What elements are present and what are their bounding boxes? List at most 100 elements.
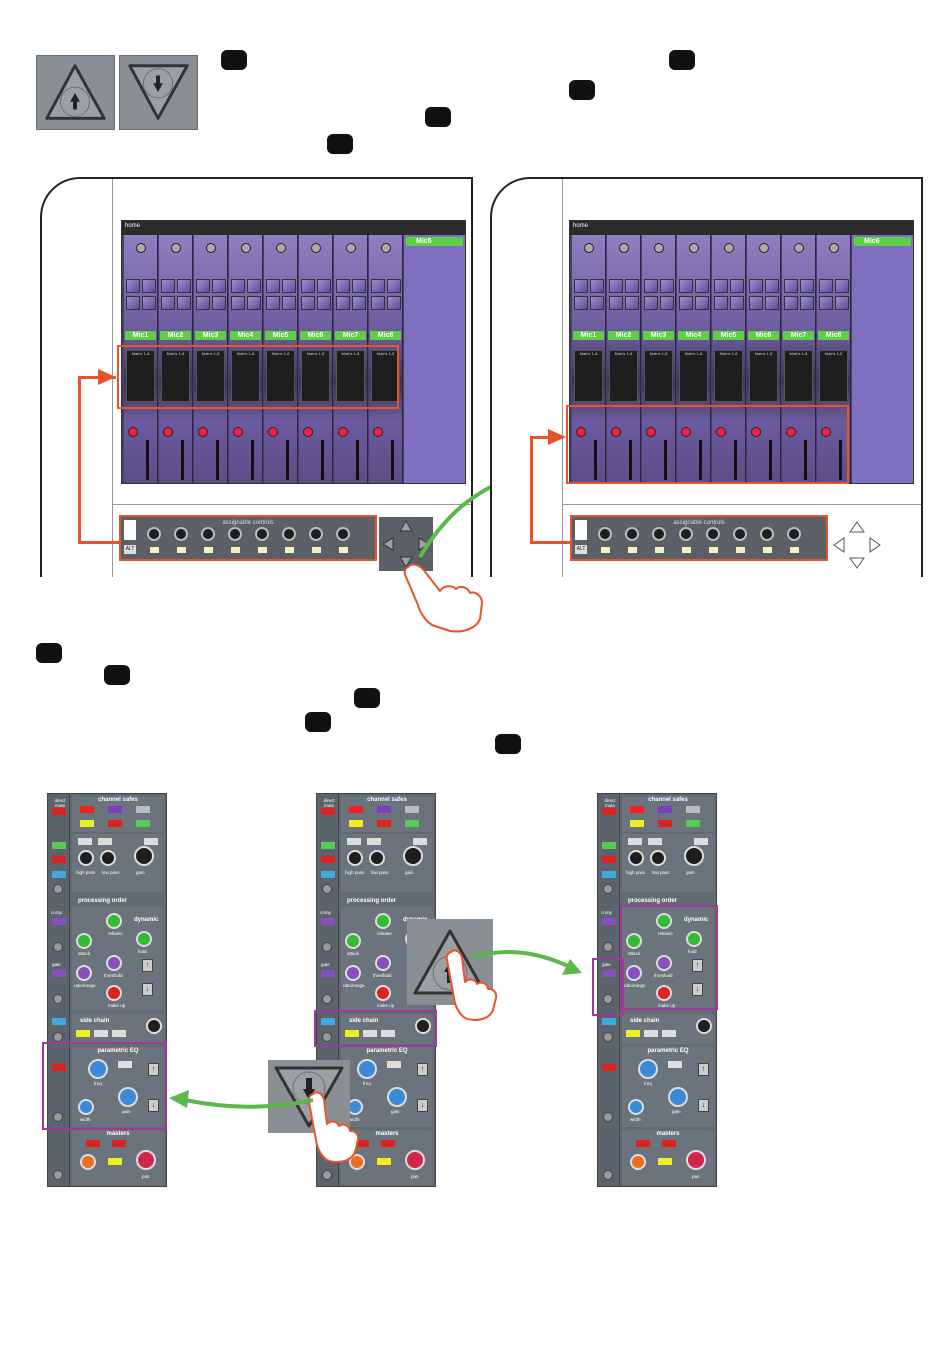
gate-on-button[interactable]: [602, 970, 616, 977]
master-select-button[interactable]: [603, 1170, 613, 1180]
check-button[interactable]: [144, 838, 158, 845]
sc-button[interactable]: [602, 1018, 616, 1025]
sc-select-button[interactable]: [53, 1032, 63, 1042]
sc-width-button[interactable]: [381, 1030, 395, 1037]
channel-name-label[interactable]: Mic4: [678, 331, 709, 340]
fader-track[interactable]: [216, 440, 219, 480]
check-button[interactable]: [413, 838, 427, 845]
eq-on-button[interactable]: [52, 1064, 66, 1071]
assignable-button[interactable]: [150, 547, 159, 553]
safe-button[interactable]: [405, 820, 419, 827]
comp-select-button[interactable]: [53, 942, 63, 952]
master-solo-button[interactable]: [658, 1158, 672, 1165]
assignable-knob[interactable]: [282, 527, 296, 541]
assignable-knob[interactable]: [760, 527, 774, 541]
direct-mute-button[interactable]: [602, 808, 616, 815]
channel-name-label[interactable]: Mic7: [783, 331, 814, 340]
safe-button[interactable]: [377, 820, 391, 827]
fader-track[interactable]: [391, 440, 394, 480]
eq-shape-button[interactable]: [118, 1061, 132, 1068]
high-pass-knob[interactable]: [628, 850, 644, 866]
fader-track[interactable]: [251, 440, 254, 480]
assignable-knob[interactable]: [336, 527, 350, 541]
master-solo-button[interactable]: [108, 1158, 122, 1165]
dyn-down-arrow-button[interactable]: ↓: [142, 983, 153, 996]
assignable-button[interactable]: [177, 547, 186, 553]
master-button[interactable]: [381, 1140, 395, 1147]
alt-button[interactable]: ALT: [575, 545, 587, 554]
sc-width-button[interactable]: [662, 1030, 676, 1037]
assignable-button[interactable]: [231, 547, 240, 553]
master-knob[interactable]: [80, 1154, 96, 1170]
sc-menu-button[interactable]: [644, 1030, 658, 1037]
assignable-knob[interactable]: [309, 527, 323, 541]
threshold-knob[interactable]: [656, 955, 672, 971]
fader-track[interactable]: [181, 440, 184, 480]
filter-button[interactable]: [321, 842, 335, 849]
release-knob[interactable]: [656, 913, 672, 929]
fader-track[interactable]: [769, 440, 772, 480]
safe-button[interactable]: [686, 806, 700, 813]
dyn-up-arrow-button[interactable]: ↑: [692, 959, 703, 972]
attack-knob[interactable]: [76, 933, 92, 949]
slope-button[interactable]: [98, 838, 112, 845]
sc-freq-knob[interactable]: [415, 1018, 431, 1034]
high-pass-knob[interactable]: [78, 850, 94, 866]
make-up-knob[interactable]: [656, 985, 672, 1001]
assignable-button[interactable]: [763, 547, 772, 553]
master-button[interactable]: [86, 1140, 100, 1147]
eq-freq-knob[interactable]: [88, 1059, 108, 1079]
safe-button[interactable]: [658, 806, 672, 813]
assignable-button[interactable]: [312, 547, 321, 553]
filter-button[interactable]: [52, 856, 66, 863]
safe-button[interactable]: [108, 820, 122, 827]
safe-button[interactable]: [136, 820, 150, 827]
gain-knob[interactable]: [134, 846, 154, 866]
filter-button[interactable]: [52, 842, 66, 849]
channel-name-label[interactable]: Mic2: [160, 331, 191, 340]
eq-down-arrow-button[interactable]: ↓: [148, 1099, 159, 1112]
assignable-knob[interactable]: [787, 527, 801, 541]
select-button[interactable]: [53, 884, 63, 894]
safe-button[interactable]: [630, 820, 644, 827]
make-up-knob[interactable]: [106, 985, 122, 1001]
assignable-knob[interactable]: [679, 527, 693, 541]
channel-name-label[interactable]: Mic5: [265, 331, 296, 340]
alt-button[interactable]: ALT: [124, 545, 136, 554]
filter-button[interactable]: [602, 842, 616, 849]
gate-select-button[interactable]: [603, 994, 613, 1004]
release-knob[interactable]: [375, 913, 391, 929]
sc-menu-button[interactable]: [363, 1030, 377, 1037]
pan-knob[interactable]: [405, 1150, 425, 1170]
assignable-button[interactable]: [790, 547, 799, 553]
ratio-range-knob[interactable]: [345, 965, 361, 981]
eq-select-button[interactable]: [53, 1112, 63, 1122]
dyn-down-arrow-button[interactable]: ↓: [692, 983, 703, 996]
comp-on-button[interactable]: [602, 918, 616, 925]
assignable-button[interactable]: [258, 547, 267, 553]
fader-track[interactable]: [804, 440, 807, 480]
direct-mute-button[interactable]: [321, 808, 335, 815]
assignable-button[interactable]: [655, 547, 664, 553]
comp-select-button[interactable]: [322, 942, 332, 952]
channel-name-label[interactable]: Mic1: [573, 331, 604, 340]
safe-button[interactable]: [630, 806, 644, 813]
channel-name-label[interactable]: Mic7: [335, 331, 366, 340]
assignable-button[interactable]: [204, 547, 213, 553]
eq-up-arrow-button[interactable]: ↑: [148, 1063, 159, 1076]
threshold-knob[interactable]: [375, 955, 391, 971]
pan-knob[interactable]: [686, 1150, 706, 1170]
direct-mute-button[interactable]: [52, 808, 66, 815]
fader-track[interactable]: [664, 440, 667, 480]
channel-name-label[interactable]: Mic6: [748, 331, 779, 340]
select-button[interactable]: [603, 884, 613, 894]
sc-select-button[interactable]: [322, 1032, 332, 1042]
master-knob[interactable]: [630, 1154, 646, 1170]
safe-button[interactable]: [349, 806, 363, 813]
